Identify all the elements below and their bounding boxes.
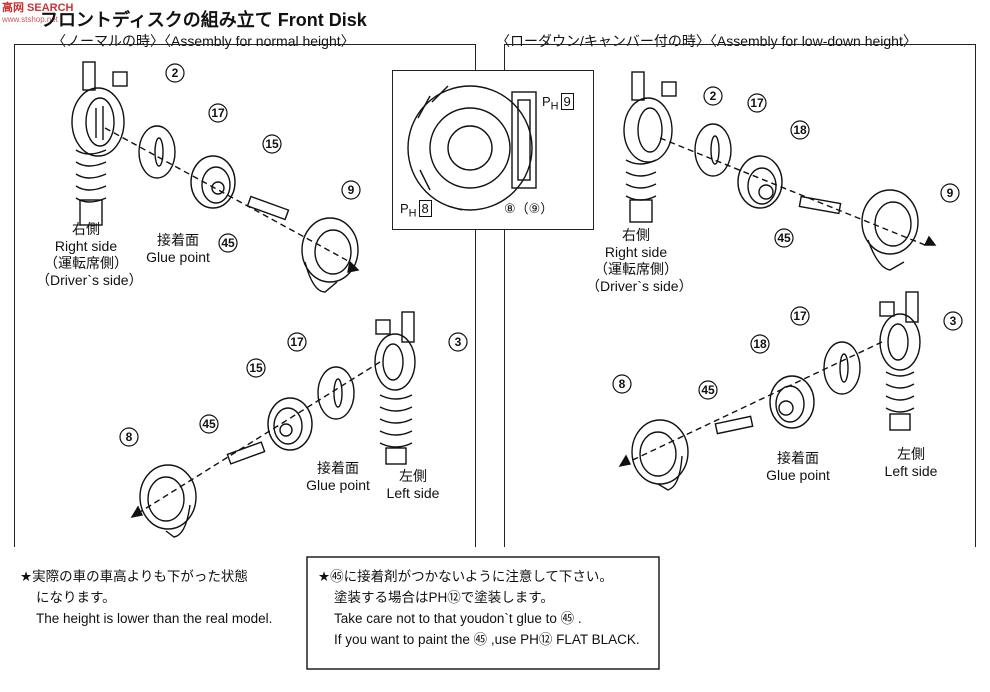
glue-jp: 接着面 [157,232,199,248]
right-bottom-strut [879,291,921,431]
r-drivers-side-jp: （運転席側） [594,261,678,277]
r-right-side-jp: 右側 [622,227,650,243]
note-right-line1: ★㊺に接着剤がつかないように注意して下さい。 [318,569,613,584]
part-17-left-top [138,125,176,179]
svg-text:45: 45 [701,383,715,397]
left-top-strut [71,61,128,226]
left-subtitle: 〈ノーマルの時〉〈Assembly for normal height〉 [52,33,355,49]
disk-parts-label: ⑧（⑨） [504,201,554,216]
right-subtitle: 〈ローダウン/キャンバー付の時〉〈Assembly for low-down h… [496,33,917,49]
watermark-site: 高网 SEARCH [2,2,74,14]
left-side-en: Left side [386,485,440,501]
left-glue-point-label-2: 接着面 Glue point [303,460,373,494]
part-9-right-top [861,189,919,271]
right-top-strut [623,71,677,223]
r-left-side-jp: 左側 [897,446,925,462]
part-15-left-top [190,155,236,209]
part-8-left-bottom [139,464,197,538]
r-drivers-side-en: （Driver`s side） [586,278,693,294]
left-glue-point-label: 接着面 Glue point [143,232,213,266]
svg-text:18: 18 [753,337,767,351]
svg-text:3: 3 [455,335,462,349]
part-numbers: 2 17 15 9 45 3 17 15 45 8 2 17 18 9 45 3 17 18 45 8 [126,66,957,444]
glue2-en: Glue point [306,477,370,493]
note-left-line3: The height is lower than the real model. [36,611,273,626]
part-8-right-bottom [631,419,689,491]
right-panel [504,44,976,547]
glue-en: Glue point [146,249,210,265]
right-right-side-label: 右側 Right side （運転席側） （Driver`s side） [586,227,693,295]
svg-text:17: 17 [750,96,764,110]
svg-text:45: 45 [777,231,791,245]
disk-detail [407,85,537,211]
left-bottom-strut [374,311,416,465]
part-45-right-bottom [714,415,754,435]
svg-text:15: 15 [265,137,279,151]
part-17-left-bottom [317,366,355,420]
note-right-line2: 塗装する場合はPH⑫で塗装します。 [334,590,554,605]
part-17-right-bottom [823,341,861,395]
r-glue-jp: 接着面 [777,450,819,466]
note-right-line3: Take care not to that youdon`t glue to ㊺… [334,611,582,626]
svg-text:2: 2 [172,66,179,80]
right-left-side-label: 左側 Left side [876,446,946,480]
watermark-url: www.stshop.net [2,15,59,24]
note-lower-height: ★実際の車の車高よりも下がった状態 になります。 The height is l… [20,566,272,629]
part-18-right-top [737,155,783,209]
note-box-right [306,556,660,670]
left-left-side-label: 左側 Left side [378,468,448,502]
right-side-en: Right side [54,238,118,254]
left-side-jp: 左側 [399,468,427,484]
part-45-left-top [246,195,290,221]
svg-text:15: 15 [249,361,263,375]
part-9-left-top [301,217,359,293]
part-45-right-top [798,195,842,215]
part-18-right-bottom [769,375,815,429]
svg-text:2: 2 [710,89,717,103]
svg-text:9: 9 [348,183,355,197]
left-right-side-label: 右側 Right side （運転席側） （Driver`s side） [36,221,143,289]
svg-text:45: 45 [202,417,216,431]
ph9-number: 9 [560,93,574,110]
watermark: 高网 SEARCH www.stshop.net [2,2,74,26]
page-title: フロントディスクの組み立て Front Disk [40,10,367,30]
r-left-side-en: Left side [884,463,938,479]
note-glue-warning: ★㊺に接着剤がつかないように注意して下さい。 塗装する場合はPH⑫で塗装します。… [318,566,640,650]
r-glue-en: Glue point [766,467,830,483]
part-17-right-top [694,123,732,177]
svg-text:18: 18 [793,123,807,137]
svg-text:8: 8 [126,430,133,444]
left-panel [14,44,476,547]
center-detail-box [392,70,594,230]
svg-text:17: 17 [793,309,807,323]
glue2-jp: 接着面 [317,460,359,476]
note-left-line2: になります。 [36,590,116,605]
part-45-left-bottom [226,441,266,465]
svg-text:3: 3 [950,314,957,328]
svg-text:8: 8 [619,377,626,391]
svg-text:17: 17 [290,335,304,349]
right-glue-point-label: 接着面 Glue point [763,450,833,484]
drivers-side-jp: （運転席側） [44,255,128,271]
svg-text:17: 17 [211,106,225,120]
right-side-jp: 右側 [72,221,100,237]
note-right-line4: If you want to paint the ㊺ ,use PH⑫ FLAT… [334,632,640,647]
svg-text:45: 45 [221,236,235,250]
part-15-left-bottom [267,397,313,451]
svg-text:9: 9 [947,186,954,200]
r-right-side-en: Right side [604,244,668,260]
ph8-number: 8 [418,200,432,217]
drivers-side-en: （Driver`s side） [36,272,143,288]
note-left-line1: ★実際の車の車高よりも下がった状態 [20,569,248,584]
